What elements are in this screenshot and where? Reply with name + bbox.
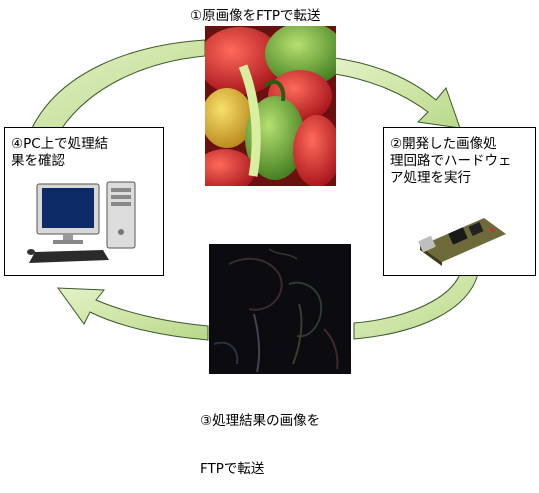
pepper-photo-icon [205,26,336,186]
fpga-board-icon [418,218,506,266]
step4-label-line1: ④PC上で処理結 [11,136,109,152]
original-photo [205,26,336,186]
step3-label-line2: FTPで転送 [200,461,265,477]
arrow-left-to-top [31,39,206,129]
step1-label: ①原画像をFTPで転送 [190,8,321,24]
step2-label-line3: ア処理を実行 [390,170,471,186]
step3-label-line1: ③処理結果の画像を [200,413,321,429]
desktop-computer-icon [27,181,136,263]
arrow-bottom-to-left [56,287,209,341]
cycle-arrows [31,39,479,341]
step2-text: ②開発した画像処 理回路でハードウェ ア処理を実行 [390,136,512,187]
processed-photo [209,244,351,374]
step2-label-line2: 理回路でハードウェ [390,153,512,169]
step3-label: ③処理結果の画像を FTPで転送 [200,381,320,493]
step2-label-line1: ②開発した画像処 [390,136,497,152]
step4-text: ④PC上で処理結 果を確認 [11,136,108,170]
edge-detected-photo-icon [209,244,351,374]
arrow-right-to-bottom [353,273,479,340]
step4-box: ④PC上で処理結 果を確認 [4,127,164,276]
step2-box: ②開発した画像処 理回路でハードウェ ア処理を実行 [383,127,536,276]
step4-label-line2: 果を確認 [11,153,65,169]
arrow-top-to-right [334,57,461,129]
